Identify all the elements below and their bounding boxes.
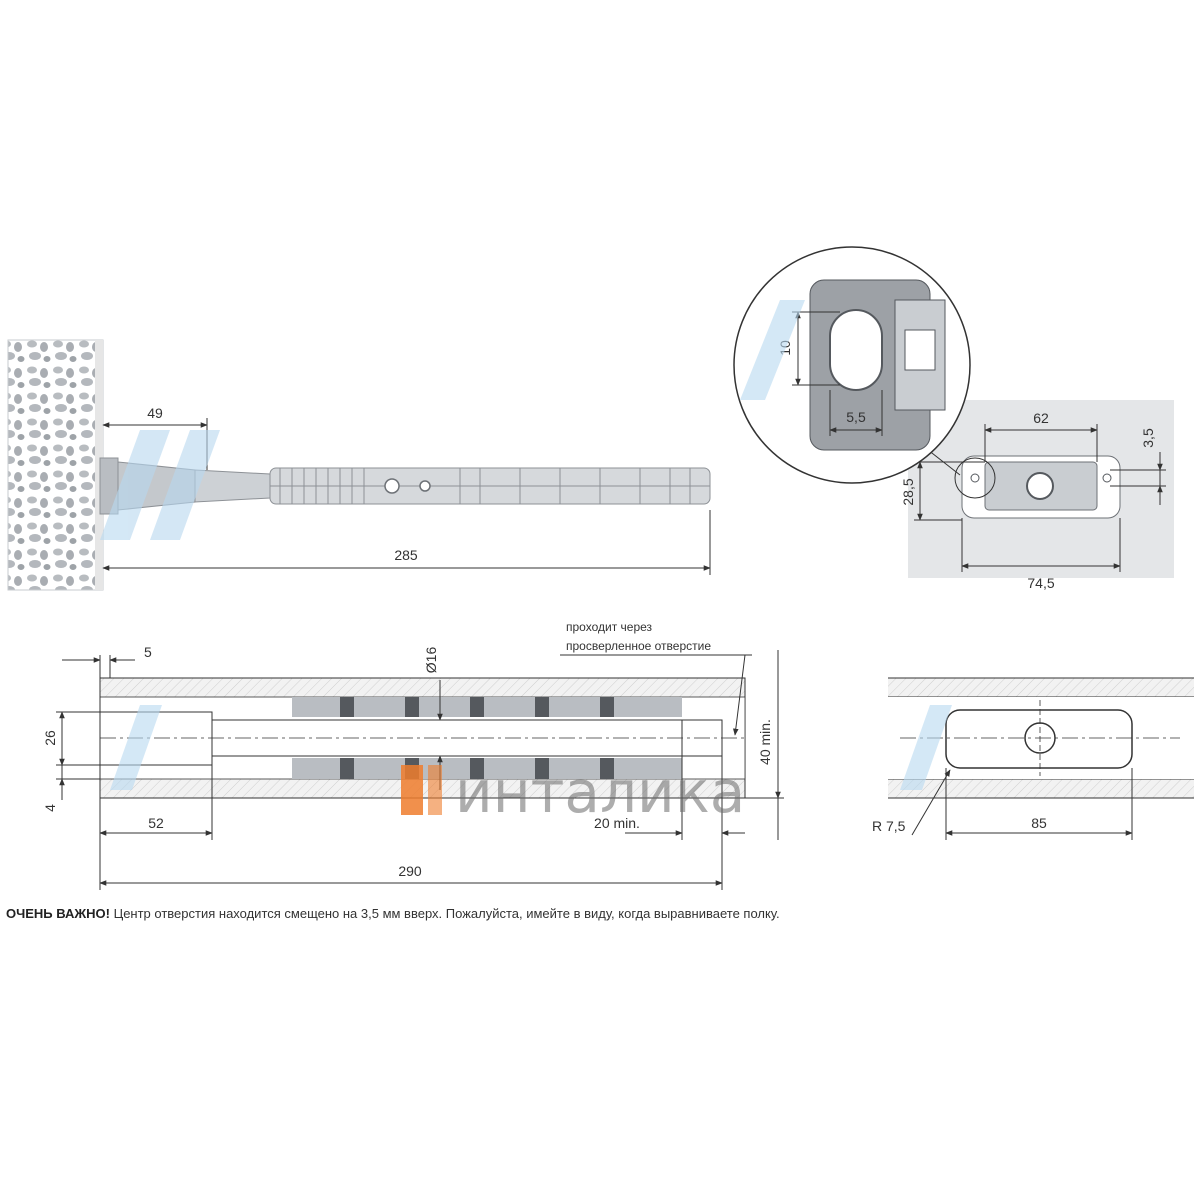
dim-62-label: 62 [1033, 410, 1049, 426]
dim-d16-label: Ø16 [423, 647, 439, 674]
important-note: ОЧЕНЬ ВАЖНО! Центр отверстия находится с… [6, 906, 1186, 921]
dim-4-label: 4 [42, 804, 58, 812]
brand-watermark-text: инталикa [455, 758, 745, 826]
detail-marker [954, 457, 996, 499]
dim-20min-label: 20 min. [594, 815, 640, 831]
dim-285-label: 285 [394, 547, 418, 563]
important-note-text: Центр отверстия находится смещено на 3,5… [109, 906, 780, 921]
dim-52-label: 52 [148, 815, 164, 831]
dim-5-label: 5 [144, 644, 152, 660]
dim-26-label: 26 [42, 730, 58, 746]
dim-49-label: 49 [147, 405, 163, 421]
dim-85-label: 85 [1031, 815, 1047, 831]
slot-dimensions [911, 768, 1133, 840]
plate-dimensions [914, 424, 1166, 572]
dim-74-5-label: 74,5 [1027, 575, 1054, 591]
callout-line2: просверленное отверстие [566, 639, 711, 653]
dim-285 [102, 510, 711, 575]
wall-section [7, 339, 104, 591]
callout-line1: проходит через [566, 620, 653, 634]
watermark-marks [100, 300, 952, 790]
dim-r7-5-label: R 7,5 [872, 818, 906, 834]
dim-28-5-label: 28,5 [900, 478, 916, 505]
dim-40min-label: 40 min. [757, 719, 773, 765]
dim-5-5-label: 5,5 [846, 409, 866, 425]
important-note-label: ОЧЕНЬ ВАЖНО! [6, 906, 110, 921]
brand-logo [401, 765, 442, 815]
dim-3-5-label: 3,5 [1140, 428, 1156, 448]
section-dimensions [56, 650, 784, 890]
dim-290-label: 290 [398, 863, 422, 879]
